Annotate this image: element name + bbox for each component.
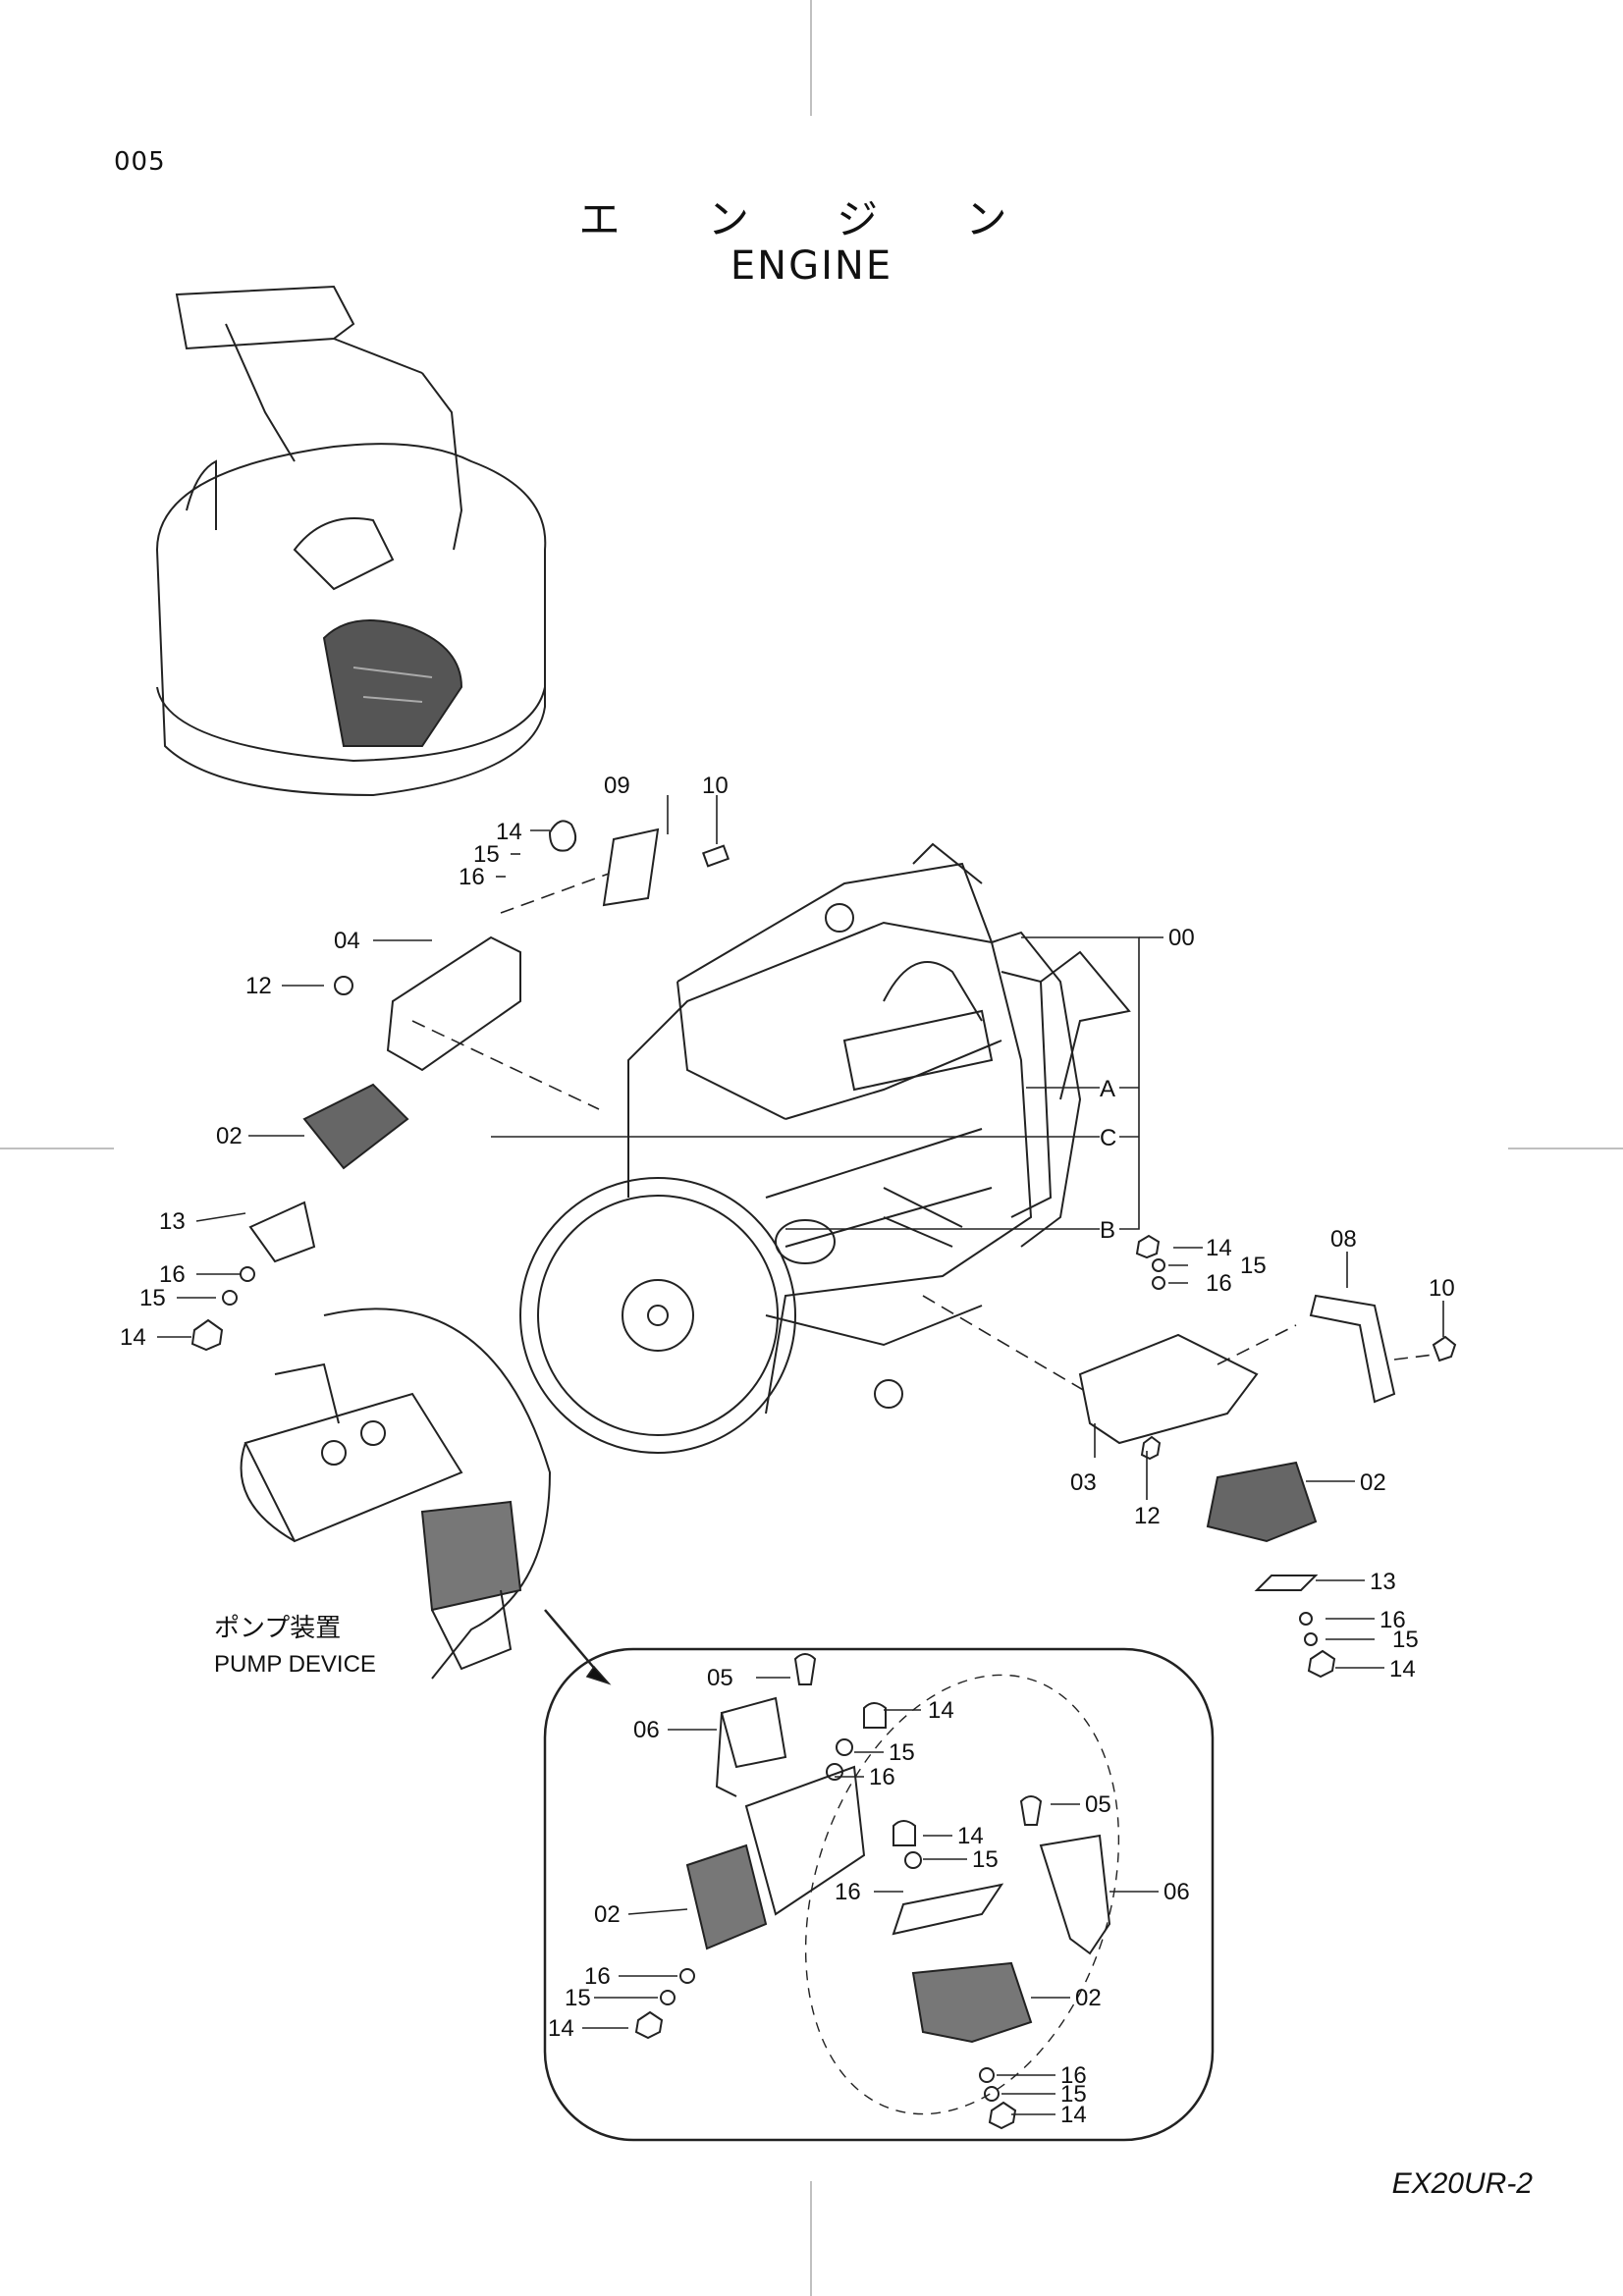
detail-inset-frame [543,1647,1215,2142]
callout-label: 12 [245,973,272,999]
callout-label: B [1100,1217,1115,1244]
page-title: ENGINE [730,243,893,289]
callout-label: 10 [702,773,729,799]
callout-label: 02 [216,1123,243,1149]
callout-label: 14 [496,819,522,845]
engine-assembly-illustration [519,842,1131,1454]
callout-label: 16 [1380,1607,1406,1633]
callout-label: 15 [1392,1627,1419,1653]
callout-label: 03 [1070,1469,1097,1496]
callout-label: 16 [1206,1270,1232,1297]
callout-label: 05 [1085,1791,1111,1818]
callout-label: 14 [1389,1656,1416,1682]
inset-leaders [582,1677,1159,2115]
callout-label: 16 [584,1963,611,1990]
callout-label: 15 [473,841,500,868]
callout-label: 16 [835,1879,861,1905]
right-mount-parts [1078,1234,1457,1679]
pump-device-illustration [240,1308,552,1680]
callout-label: 02 [1360,1469,1386,1496]
callout-label: 15 [139,1285,166,1311]
callout-label: 16 [1060,2062,1087,2089]
callout-label: 02 [594,1901,621,1928]
callout-label: 15 [1060,2081,1087,2108]
callout-label: 02 [1075,1985,1102,2011]
callout-label: 14 [957,1823,984,1849]
inset-detail-parts [634,1653,1120,2130]
callout-leaders [157,795,1444,1685]
callout-label: 14 [548,2015,574,2042]
callout-label: 06 [1163,1879,1190,1905]
callout-label: 00 [1168,925,1195,951]
main-callout-labels: 14 15 16 09 10 04 12 02 13 16 15 14 00 A… [120,773,1455,1682]
callout-label: A [1100,1076,1115,1102]
model-code: EX20UR-2 [1391,2167,1533,2200]
callout-label: 15 [565,1985,591,2011]
inset-callout-labels: 05 14 06 15 16 05 14 15 16 06 02 16 15 1… [548,1665,1190,2128]
callout-label: 14 [120,1324,146,1351]
callout-label: 16 [869,1764,895,1790]
callout-label: 16 [159,1261,186,1288]
callout-label: 15 [972,1846,999,1873]
callout-label: 16 [459,864,485,890]
page-code: 005 [114,147,166,177]
callout-label: C [1100,1125,1116,1151]
excavator-overview-illustration [155,285,547,797]
callout-label: 14 [1206,1235,1232,1261]
pump-device-label-japanese: ポンプ装置 [214,1614,342,1643]
callout-label: 08 [1330,1226,1357,1253]
callout-label: 12 [1134,1503,1161,1529]
callout-label: 15 [889,1739,915,1766]
callout-label: 13 [159,1208,186,1235]
page-title-japanese: エ ン ジ ン [578,195,1045,243]
callout-label: 14 [928,1697,954,1724]
callout-label: 14 [1060,2102,1087,2128]
callout-label: 10 [1429,1275,1455,1302]
callout-label: 13 [1370,1569,1396,1595]
callout-label: 15 [1240,1253,1267,1279]
callout-label: 09 [604,773,630,799]
left-mount-parts [190,820,730,1352]
callout-label: 05 [707,1665,733,1691]
callout-label: 06 [633,1717,660,1743]
pump-device-label: PUMP DEVICE [214,1651,376,1678]
assembly-dashed-lines [411,873,1434,1395]
callout-label: 04 [334,928,360,954]
